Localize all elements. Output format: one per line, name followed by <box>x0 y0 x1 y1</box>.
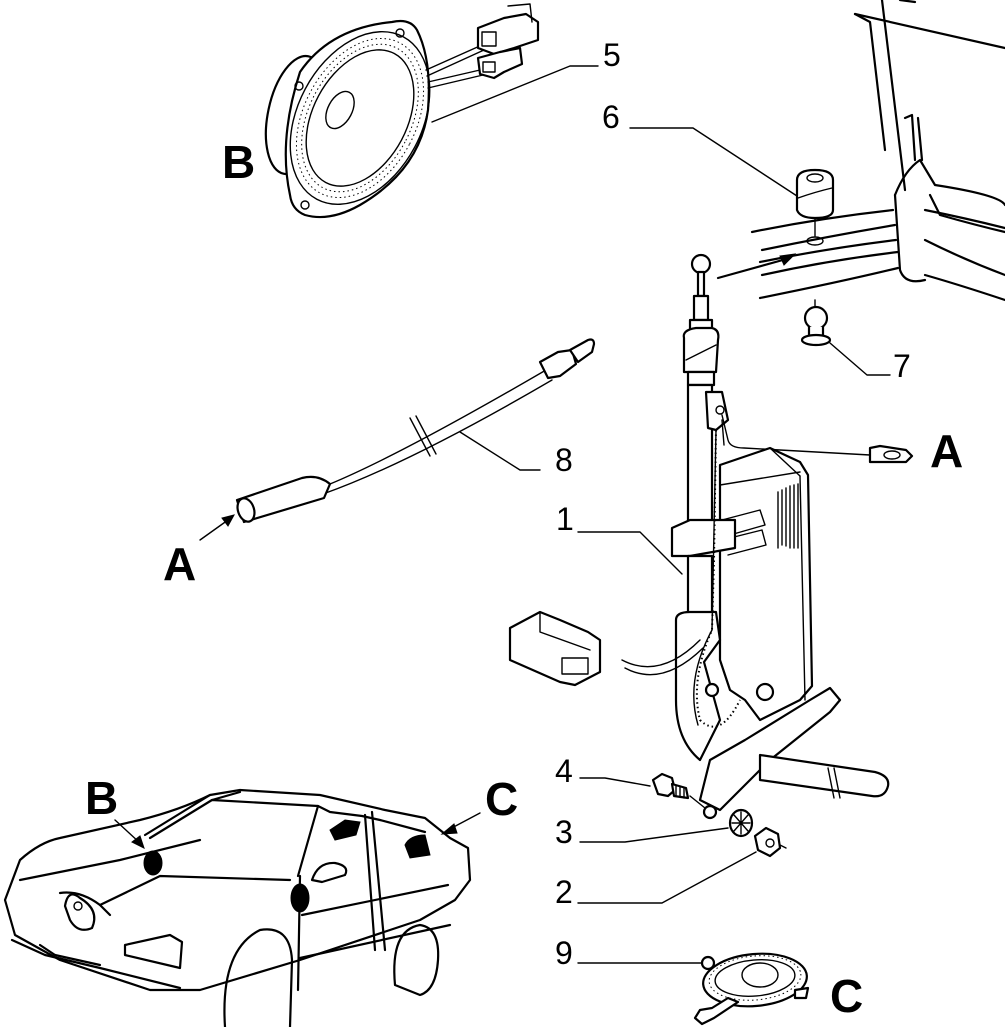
antenna-grommet-drawing <box>795 168 835 237</box>
callout-8-leader <box>459 431 541 471</box>
callout-4-leader <box>579 777 651 787</box>
power-antenna-drawing <box>508 253 914 820</box>
callout-2-leader <box>577 851 757 904</box>
extension-cable-drawing <box>199 338 596 541</box>
rear-speaker-drawing <box>693 952 810 1026</box>
callout-2: 2 <box>555 874 573 910</box>
callout-6-leader <box>629 127 798 197</box>
callout-9: 9 <box>555 935 573 971</box>
location-letter-c-speaker: C <box>830 970 863 1022</box>
callout-7-leader <box>829 342 891 376</box>
callout-5: 5 <box>603 37 621 73</box>
antenna-ball-tip-drawing <box>800 299 832 347</box>
callout-4: 4 <box>555 753 573 789</box>
callout-1: 1 <box>556 501 574 537</box>
callout-8: 8 <box>555 442 573 478</box>
fasteners-drawing <box>651 772 787 858</box>
callout-1-leader <box>577 531 683 575</box>
callout-6: 6 <box>602 99 620 135</box>
location-letter-a-cable: A <box>163 538 196 590</box>
front-speaker-drawing <box>264 3 540 219</box>
location-letter-a-antenna: A <box>930 425 963 477</box>
location-letter-b-car: B <box>85 772 118 824</box>
callout-7: 7 <box>893 348 911 384</box>
callout-5-leader <box>431 65 599 123</box>
callout-3: 3 <box>555 814 573 850</box>
location-letter-b-speaker: B <box>222 136 255 188</box>
trunk-panel-drawing <box>716 0 1005 302</box>
car-location-overview <box>3 788 481 1027</box>
callout-3-leader <box>579 827 729 843</box>
location-letter-c-car: C <box>485 773 518 825</box>
